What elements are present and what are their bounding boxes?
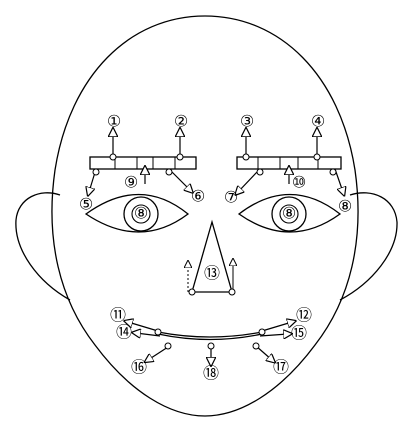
label-point-8: ⑧ [338, 197, 352, 216]
label-point-7: ⑦ [224, 188, 238, 207]
mouth [128, 322, 292, 362]
label-point-1: ① [107, 112, 121, 131]
left-ear [16, 193, 70, 300]
label-left-eye: ⑧ [134, 204, 148, 223]
label-point-17: ⑰ [273, 358, 289, 377]
label-point-3: ③ [240, 112, 254, 131]
label-point-4: ④ [311, 112, 325, 131]
label-point-15: ⑮ [291, 324, 307, 343]
label-point-16: ⑯ [131, 358, 147, 377]
label-point-5: ⑤ [79, 195, 93, 214]
right-eyebrow [237, 157, 341, 169]
nose [188, 222, 235, 295]
label-nose: ⑬ [204, 264, 220, 283]
label-point-9: ⑨ [124, 173, 138, 192]
label-point-10: ⑩ [292, 173, 306, 192]
label-point-14: ⑭ [116, 323, 132, 342]
label-point-2: ② [174, 112, 188, 131]
label-right-eye: ⑧ [282, 204, 296, 223]
label-point-18: ⑱ [203, 364, 219, 383]
label-point-12: ⑫ [296, 306, 312, 325]
label-point-6: ⑥ [191, 187, 205, 206]
